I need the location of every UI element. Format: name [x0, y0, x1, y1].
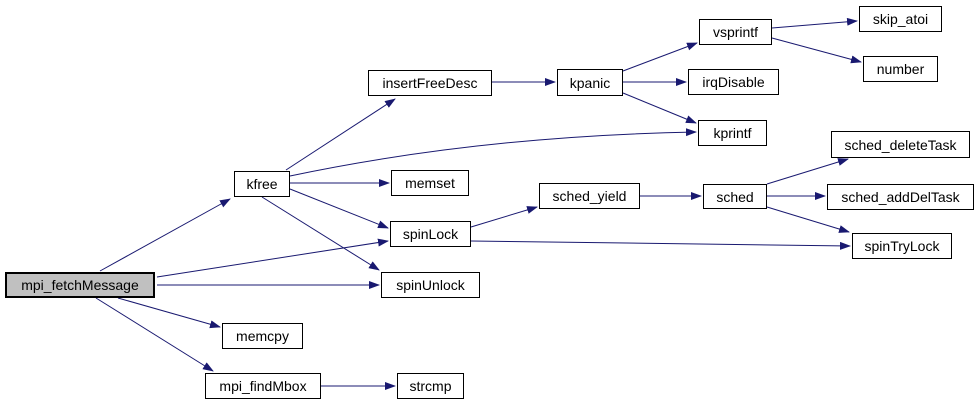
edge-mpi_fetchMessage-to-spinLock	[156, 238, 389, 278]
edge-mpi_fetchMessage-to-kfree	[99, 198, 231, 272]
node-memcpy[interactable]: memcpy	[222, 323, 303, 349]
edge-kpanic-to-kprintf	[622, 92, 697, 124]
node-insertFreeDesc[interactable]: insertFreeDesc	[368, 70, 492, 96]
node-irqDisable[interactable]: irqDisable	[688, 69, 779, 95]
node-spinTryLock[interactable]: spinTryLock	[852, 233, 952, 259]
node-strcmp[interactable]: strcmp	[397, 373, 464, 399]
node-spinUnlock[interactable]: spinUnlock	[381, 272, 480, 298]
edge-mpi_fetchMessage-to-mpi_findMbox	[95, 297, 214, 372]
edge-sched-to-sched_deleteTask	[766, 158, 849, 185]
node-memset[interactable]: memset	[391, 170, 469, 196]
edge-kfree-to-spinLock	[289, 188, 389, 229]
edge-kfree-to-spinUnlock	[261, 196, 380, 271]
node-mpi_fetchMessage: mpi_fetchMessage	[5, 272, 155, 298]
edges	[95, 17, 862, 390]
node-number[interactable]: number	[863, 56, 938, 82]
edge-kfree-to-kprintf	[289, 128, 697, 177]
edge-spinLock-to-sched_yield	[470, 206, 538, 228]
node-skip_atoi[interactable]: skip_atoi	[859, 6, 942, 32]
node-kfree[interactable]: kfree	[234, 171, 290, 197]
node-kprintf[interactable]: kprintf	[698, 120, 767, 146]
node-mpi_findMbox[interactable]: mpi_findMbox	[205, 373, 321, 399]
edge-kfree-to-insertFreeDesc	[285, 98, 396, 171]
edge-vsprintf-to-skip_atoi	[771, 17, 858, 29]
edge-mpi_fetchMessage-to-memcpy	[117, 297, 221, 329]
edge-vsprintf-to-number	[771, 37, 862, 64]
node-vsprintf[interactable]: vsprintf	[699, 19, 772, 45]
node-kpanic[interactable]: kpanic	[557, 69, 623, 96]
node-sched_deleteTask[interactable]: sched_deleteTask	[831, 131, 970, 158]
edge-sched-to-spinTryLock	[766, 206, 850, 233]
edge-kpanic-to-vsprintf	[622, 42, 698, 72]
node-sched_addDelTask[interactable]: sched_addDelTask	[827, 184, 974, 210]
edge-spinLock-to-spinTryLock	[470, 240, 851, 250]
node-sched_yield[interactable]: sched_yield	[539, 183, 640, 209]
node-sched[interactable]: sched	[703, 184, 767, 209]
node-spinLock[interactable]: spinLock	[390, 221, 471, 247]
